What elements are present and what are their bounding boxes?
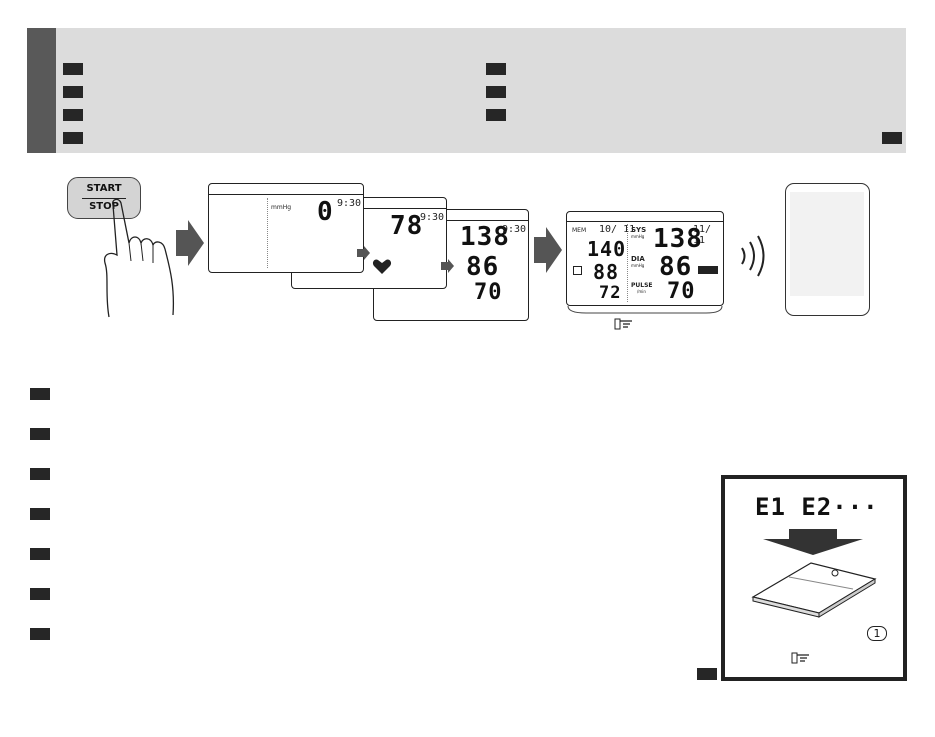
sys-value: 138 [460, 222, 510, 252]
pulse-value: 70 [667, 279, 696, 304]
arrow-right-icon [176, 220, 204, 266]
prev-sys-value: 140 [587, 237, 627, 261]
list-marker [30, 468, 50, 480]
sys-label: SYS [631, 226, 647, 234]
arrow-down-icon [763, 529, 863, 555]
prev-dia-value: 88 [593, 260, 620, 284]
banner-marker [63, 63, 83, 75]
list-marker [30, 588, 50, 600]
transfer-indicator [698, 266, 718, 274]
dia-value: 86 [466, 252, 500, 282]
banner-marker [486, 63, 506, 75]
pulse-label: PULSE [631, 282, 653, 289]
time-value: 9:30 [502, 224, 527, 235]
stop-label: STOP [89, 201, 119, 212]
pulse-unit: /min [637, 289, 646, 294]
arrow-right-icon [534, 227, 562, 273]
dia-value: 86 [659, 252, 693, 282]
banner-marker [63, 109, 83, 121]
error-code-box: E1 E2··· 1 [721, 475, 907, 681]
banner-accent-strip [27, 28, 56, 153]
heart-icon [372, 259, 392, 274]
memory-label: MEM [572, 227, 587, 234]
phone-screen [790, 192, 864, 296]
pressure-value: 0 [317, 197, 334, 227]
banner-marker [486, 86, 506, 98]
time-value: 11/ 11 [693, 224, 712, 246]
unit-label: mmHg [271, 204, 292, 211]
arrow-right-icon [357, 246, 370, 260]
list-marker [697, 668, 717, 680]
dia-unit: mmHg [631, 263, 645, 268]
sys-value: 138 [653, 224, 703, 254]
prev-pulse-value: 72 [599, 283, 622, 303]
banner-marker [63, 86, 83, 98]
banner-marker [486, 109, 506, 121]
manual-book-icon [751, 562, 877, 618]
smartphone [785, 183, 870, 316]
hand-press-icon [103, 198, 175, 318]
list-marker [30, 628, 50, 640]
lcd-screen-inflate: mmHg 0 9:30 [208, 183, 364, 273]
refer-page-icon [614, 318, 632, 330]
bluetooth-waves-icon [741, 235, 765, 277]
start-label: START [86, 183, 122, 194]
pressure-value: 78 [390, 211, 424, 241]
arrow-right-icon [441, 259, 454, 273]
list-marker [30, 388, 50, 400]
list-marker [30, 428, 50, 440]
info-banner [27, 28, 906, 153]
time-value: 9:30 [337, 198, 362, 209]
list-marker [30, 548, 50, 560]
start-stop-button[interactable]: START STOP [67, 177, 141, 219]
reference-number: 1 [867, 626, 887, 641]
banner-marker [63, 132, 83, 144]
sys-unit: mmHg [631, 234, 645, 239]
error-codes: E1 E2··· [755, 493, 879, 521]
list-marker [30, 508, 50, 520]
pulse-value: 70 [474, 280, 503, 305]
lcd-screen-result: MEM 10/ 11 140 88 72 SYS mmHg DIA mmHg P… [566, 211, 724, 306]
refer-page-icon [791, 652, 809, 664]
banner-marker [882, 132, 902, 144]
date-value: 10/ 11 [599, 224, 636, 235]
irregular-indicator [573, 266, 582, 275]
dia-label: DIA [631, 255, 645, 263]
time-value: 9:30 [420, 212, 445, 223]
bracket-ref [567, 305, 723, 314]
